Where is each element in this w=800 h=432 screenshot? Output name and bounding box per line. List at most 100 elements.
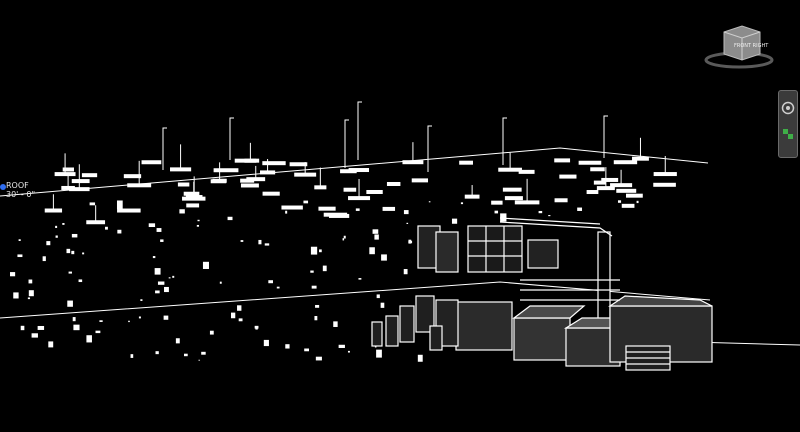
- element: [68, 271, 72, 274]
- diffuser: [328, 213, 350, 218]
- level-name: ROOF: [6, 181, 29, 190]
- navigation-bar: [778, 90, 798, 158]
- element: [82, 252, 85, 255]
- element: [219, 281, 222, 284]
- diffuser: [559, 174, 577, 179]
- element: [374, 346, 377, 348]
- element: [285, 344, 290, 349]
- tall-hanger: [502, 117, 507, 165]
- diffuser: [340, 169, 357, 174]
- diffuser: [610, 183, 633, 188]
- element: [376, 294, 380, 299]
- diffuser: [318, 206, 336, 211]
- element: [403, 210, 409, 215]
- diffuser: [240, 183, 259, 188]
- viewcube-face-label: FRONT RIGHT: [734, 43, 769, 49]
- diffuser: [601, 177, 619, 182]
- element: [500, 213, 507, 222]
- diffuser: [281, 205, 303, 210]
- element: [333, 321, 338, 327]
- element: [264, 243, 270, 246]
- diffuser: [382, 206, 396, 211]
- diffuser: [294, 172, 317, 177]
- tall-hanger: [357, 101, 362, 160]
- element: [376, 349, 382, 358]
- element: [138, 316, 141, 319]
- element: [380, 302, 385, 308]
- diffuser: [590, 167, 605, 172]
- element: [406, 222, 409, 224]
- element: [254, 325, 259, 329]
- diffuser: [386, 181, 401, 186]
- element: [168, 277, 171, 279]
- element: [117, 229, 122, 234]
- diffuser: [244, 158, 257, 163]
- element: [55, 235, 58, 238]
- zoom-region-icon[interactable]: [781, 127, 795, 141]
- element: [196, 224, 200, 227]
- element: [128, 320, 130, 323]
- element: [319, 249, 322, 253]
- element: [417, 354, 423, 362]
- diffuser: [366, 189, 383, 194]
- element: [31, 333, 38, 338]
- diffuser: [186, 203, 200, 208]
- diffuser: [262, 161, 286, 166]
- diffuser: [518, 169, 535, 174]
- element: [179, 209, 185, 214]
- element: [20, 325, 25, 331]
- element: [548, 215, 551, 217]
- element: [42, 256, 46, 262]
- diffuser: [71, 179, 90, 184]
- element: [381, 254, 387, 261]
- diffuser: [246, 177, 266, 182]
- element: [62, 223, 65, 225]
- element: [172, 275, 175, 278]
- diffuser: [498, 167, 522, 172]
- element: [201, 351, 206, 355]
- viewcube-icon[interactable]: FRONT RIGHT: [704, 22, 774, 70]
- diffuser: [343, 187, 357, 192]
- diffuser: [554, 198, 568, 203]
- diffuser: [123, 174, 142, 179]
- element: [324, 214, 326, 217]
- element: [343, 235, 346, 239]
- element: [577, 207, 583, 211]
- element: [227, 216, 233, 221]
- diffuser: [54, 172, 76, 177]
- element: [636, 200, 639, 204]
- element: [338, 344, 345, 348]
- diffuser: [491, 200, 503, 205]
- element: [184, 353, 188, 357]
- element: [72, 317, 76, 322]
- level-head-icon[interactable]: [0, 184, 6, 190]
- element: [202, 261, 209, 269]
- element: [209, 330, 214, 335]
- steering-wheel-icon[interactable]: [781, 101, 795, 115]
- element: [28, 290, 34, 297]
- element: [155, 290, 160, 294]
- element: [285, 210, 288, 214]
- diffuser: [62, 167, 74, 172]
- element: [263, 339, 269, 347]
- element: [89, 202, 96, 206]
- element: [86, 335, 92, 343]
- element: [372, 229, 379, 234]
- element: [18, 239, 21, 241]
- element: [238, 318, 243, 322]
- element: [237, 305, 242, 311]
- element: [538, 210, 543, 214]
- diffuser: [81, 173, 98, 178]
- tall-hanger: [344, 119, 349, 168]
- element: [28, 279, 33, 284]
- diffuser: [626, 193, 643, 198]
- tall-hanger: [162, 127, 167, 170]
- diffuser: [578, 160, 602, 165]
- element: [160, 239, 164, 242]
- element: [342, 238, 345, 241]
- diffuser: [502, 187, 522, 192]
- element: [116, 200, 123, 210]
- element: [66, 248, 71, 254]
- element: [37, 325, 45, 330]
